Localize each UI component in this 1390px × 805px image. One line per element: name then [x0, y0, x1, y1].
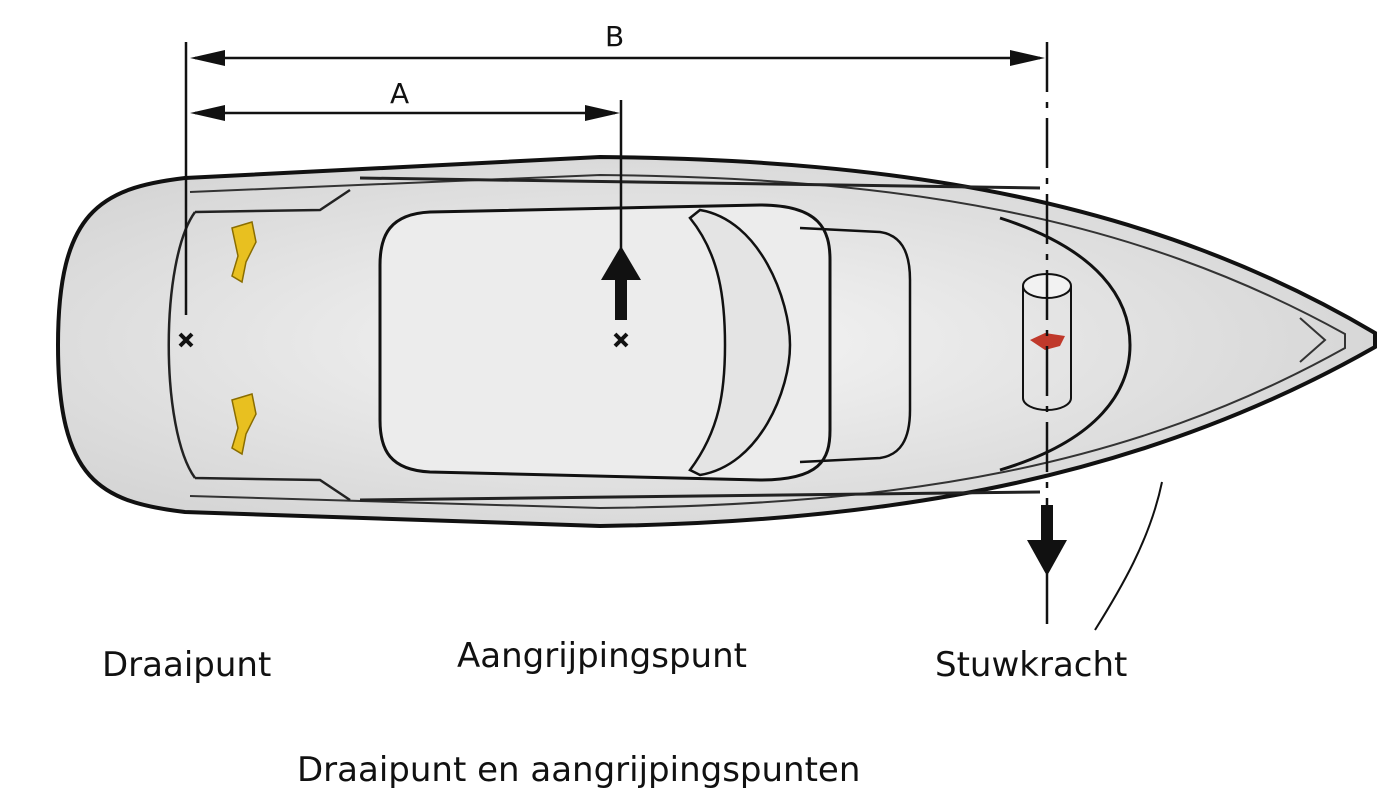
application-point-marker-icon: [613, 332, 629, 348]
bow-deck-line: [999, 216, 1132, 472]
foredeck-hatch: [799, 226, 912, 464]
engine-starboard: [231, 393, 257, 456]
thrust-label: Stuwkracht: [935, 645, 1128, 685]
dimension-a-label: A: [390, 77, 410, 110]
stern-deck: [167, 188, 351, 502]
windshield: [688, 208, 792, 477]
engine-port: [231, 221, 257, 284]
dimension-a: [190, 100, 623, 250]
diagram-caption: Draaipunt en aangrijpingspunten: [297, 750, 861, 790]
thruster-propeller-icon: [1030, 333, 1065, 350]
pivot-label: Draaipunt: [102, 645, 272, 685]
thrust-arrow-down-icon: [1027, 505, 1067, 576]
application-point-label: Aangrijpingspunt: [457, 636, 747, 676]
turning-arc: [1094, 481, 1163, 631]
dimension-b-label: B: [605, 20, 625, 53]
bow-pulpit: [1299, 317, 1327, 363]
force-arrow-up-icon: [601, 246, 641, 320]
rail-top: [359, 176, 1041, 190]
rail-bottom: [359, 490, 1041, 502]
pivot-point-marker-icon: [178, 332, 194, 348]
